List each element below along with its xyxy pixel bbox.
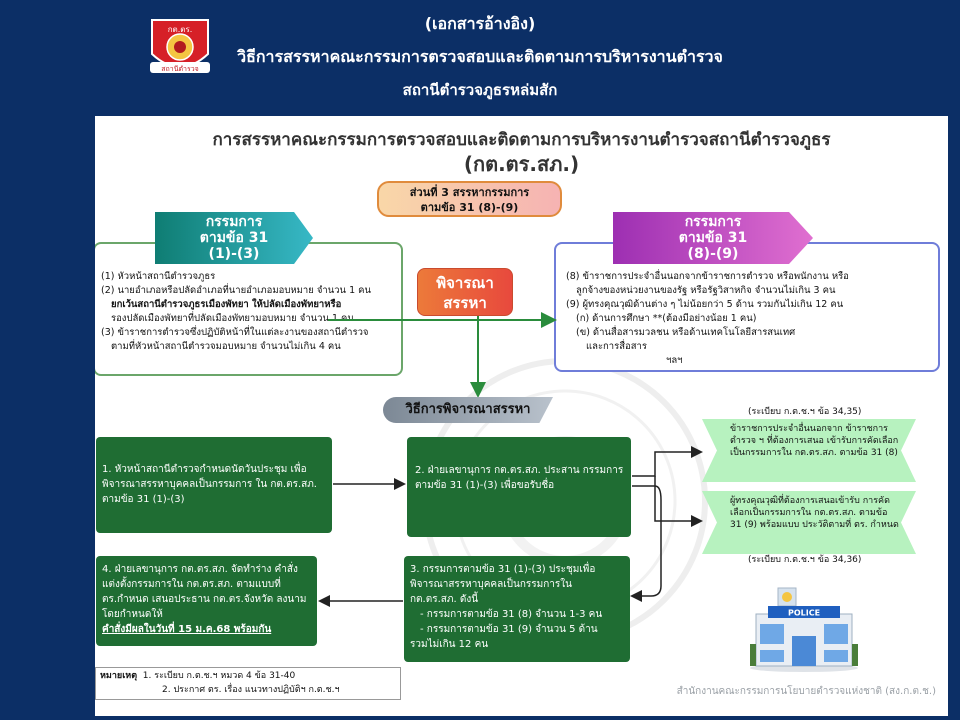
step-4-emphasis: คำสั่งมีผลในวันที่ 15 ม.ค.68 พร้อมกัน: [102, 624, 272, 635]
left-ribbon-line-2: ตามข้อ 31: [199, 230, 269, 246]
notes-label: หมายเหตุ: [100, 671, 138, 681]
header-reference-label: (เอกสารอ้างอิง): [424, 14, 536, 33]
right-item-1: (8) ข้าราชการประจำอื่นนอกจากข้าราชการตำร…: [566, 271, 849, 282]
right-item-7: ฯลฯ: [666, 355, 683, 366]
diagram-panel: การสรรหาคณะกรรมการตรวจสอบและติดตามการบริ…: [95, 116, 948, 716]
notes-line-1: 1. ระเบียบ ก.ต.ช.ฯ หมวด 4 ข้อ 31-40: [142, 671, 296, 681]
left-item-3: ยกเว้นสถานีตำรวจภูธรเมืองพัทยา ให้ปลัดเม…: [111, 299, 342, 310]
section-line-2: ตามข้อ 31 (8)-(9): [420, 201, 519, 214]
connector-arrows: [318, 312, 703, 607]
left-item-5: (3) ข้าราชการตำรวจซึ่งปฏิบัติหน้าที่ในแต…: [101, 327, 369, 338]
step-3-box: 3. กรรมการตามข้อ 31 (1)-(3) ประชุมเพื่อ …: [404, 556, 630, 662]
right-item-5: (ข) ด้านสื่อสารมวลชน หรือด้านเทคโนโลยีสา…: [576, 327, 796, 338]
left-item-2: (2) นายอำเภอหรือปลัดอำเภอที่นายอำเภอมอบห…: [101, 285, 371, 296]
right-ribbon-line-3: (8)-(9): [687, 246, 739, 262]
arrow-step2-to-tag2: [654, 476, 703, 527]
regulation-ref-2: (ระเบียบ ก.ต.ช.ฯ ข้อ 34,36): [748, 555, 862, 565]
step-3-line-3: กต.ตร.สภ. ดังนี้: [410, 594, 479, 605]
footer-credit: สำนักงานคณะกรรมการนโยบายตำรวจแห่งชาติ (ส…: [676, 686, 936, 697]
right-ribbon-line-2: ตามข้อ 31: [678, 230, 748, 246]
arrow-step2-to-tag1: [632, 446, 703, 477]
right-item-4: (ก) ด้านการศึกษา **(ต้องมีอย่างน้อย 1 คน…: [576, 313, 757, 324]
step-3-line-5: - กรรมการตามข้อ 31 (9) จำนวน 5 ด้าน: [420, 624, 598, 635]
step-3-line-2: พิจารณาสรรหาบุคคลเป็นกรรมการใน: [410, 579, 572, 590]
right-item-6: และการสื่อสาร: [586, 341, 647, 352]
police-badge-logo: กต.ตร. สถานีตำรวจ: [150, 19, 210, 73]
step-3-line-6: รวมไม่เกิน 12 คน: [410, 639, 489, 650]
left-item-1: (1) หัวหน้าสถานีตำรวจภูธร: [101, 271, 216, 282]
notes-box: หมายเหตุ 1. ระเบียบ ก.ต.ช.ฯ หมวด 4 ข้อ 3…: [95, 667, 401, 700]
consider-line-2: สรรหา: [443, 294, 487, 312]
regulation-ref-1: (ระเบียบ ก.ต.ช.ฯ ข้อ 34,35): [748, 407, 862, 417]
method-label: วิธีการพิจารณาสรรหา: [383, 397, 553, 423]
header-title: วิธีการสรรหาคณะกรรมการตรวจสอบและติดตามกา…: [237, 47, 723, 66]
left-ribbon-line-1: กรรมการ: [205, 214, 263, 230]
police-sign-text: POLICE: [788, 609, 820, 618]
section-badge: ส่วนที่ 3 สรรหากรรมการ ตามข้อ 31 (8)-(9): [377, 181, 562, 217]
arrow-step2-to-step3: [630, 485, 662, 602]
consider-line-1: พิจารณา: [436, 274, 494, 292]
consider-recruit-box: พิจารณา สรรหา: [417, 268, 513, 316]
tag-1-text: ข้าราชการประจำอื่นนอกจาก ข้าราชการตำรวจ …: [730, 424, 899, 458]
section-line-1: ส่วนที่ 3 สรรหากรรมการ: [409, 186, 530, 199]
right-ribbon: กรรมการ ตามข้อ 31 (8)-(9): [613, 212, 813, 264]
left-item-6: ตามที่หัวหน้าสถานีตำรวจมอบหมาย จำนวนไม่เ…: [111, 341, 341, 352]
step-1-box: 1. หัวหน้าสถานีตำรวจกำหนดนัดวันประชุม เพ…: [96, 437, 332, 533]
step-4-box: 4. ฝ่ายเลขานุการ กต.ตร.สภ. จัดทำร่าง คำส…: [96, 556, 317, 646]
left-item-4: รองปลัดเมืองพัทยาที่ปลัดเมืองพัทยามอบหมา…: [111, 313, 354, 324]
tag-other-officials: ข้าราชการประจำอื่นนอกจาก ข้าราชการตำรวจ …: [702, 419, 916, 482]
step-2-box: 2. ฝ่ายเลขานุการ กต.ตร.สภ. ประสาน กรรมกา…: [407, 437, 631, 537]
step-3-line-1: 3. กรรมการตามข้อ 31 (1)-(3) ประชุมเพื่อ: [410, 564, 596, 575]
left-member-box: (1) หัวหน้าสถานีตำรวจภูธร (2) นายอำเภอหร…: [95, 242, 403, 376]
header-station-name: สถานีตำรวจภูธรหล่มสัก: [402, 81, 558, 99]
left-ribbon-line-3: (1)-(3): [208, 246, 260, 262]
step-4-text: 4. ฝ่ายเลขานุการ กต.ตร.สภ. จัดทำร่าง คำส…: [102, 564, 307, 620]
diagram-title: การสรรหาคณะกรรมการตรวจสอบและติดตามการบริ…: [212, 130, 831, 150]
diagram-subtitle: (กต.ตร.สภ.): [463, 152, 580, 176]
right-item-3: (9) ผู้ทรงคุณวุฒิด้านต่าง ๆ ไม่น้อยกว่า …: [566, 299, 844, 310]
page-header: กต.ตร. สถานีตำรวจ (เอกสารอ้างอิง) วิธีกา…: [0, 0, 960, 112]
step-3-line-4: - กรรมการตามข้อ 31 (8) จำนวน 1-3 คน: [420, 609, 603, 620]
police-station-icon: POLICE: [750, 587, 858, 672]
left-ribbon: กรรมการ ตามข้อ 31 (1)-(3): [155, 212, 313, 264]
right-item-2: ลูกจ้างของหน่วยงานของรัฐ หรือรัฐวิสาหกิจ…: [576, 285, 836, 296]
right-ribbon-line-1: กรรมการ: [684, 214, 742, 230]
notes-line-2: 2. ประกาศ ตร. เรื่อง แนวทางปฏิบัติฯ ก.ต.…: [162, 685, 340, 695]
tag-qualified-persons: ผู้ทรงคุณวุฒิที่ต้องการเสนอเข้ารับ การคั…: [702, 491, 916, 554]
logo-ribbon-text: สถานีตำรวจ: [161, 65, 199, 73]
tag-2-text: ผู้ทรงคุณวุฒิที่ต้องการเสนอเข้ารับ การคั…: [730, 496, 899, 530]
logo-text: กต.ตร.: [168, 25, 193, 34]
